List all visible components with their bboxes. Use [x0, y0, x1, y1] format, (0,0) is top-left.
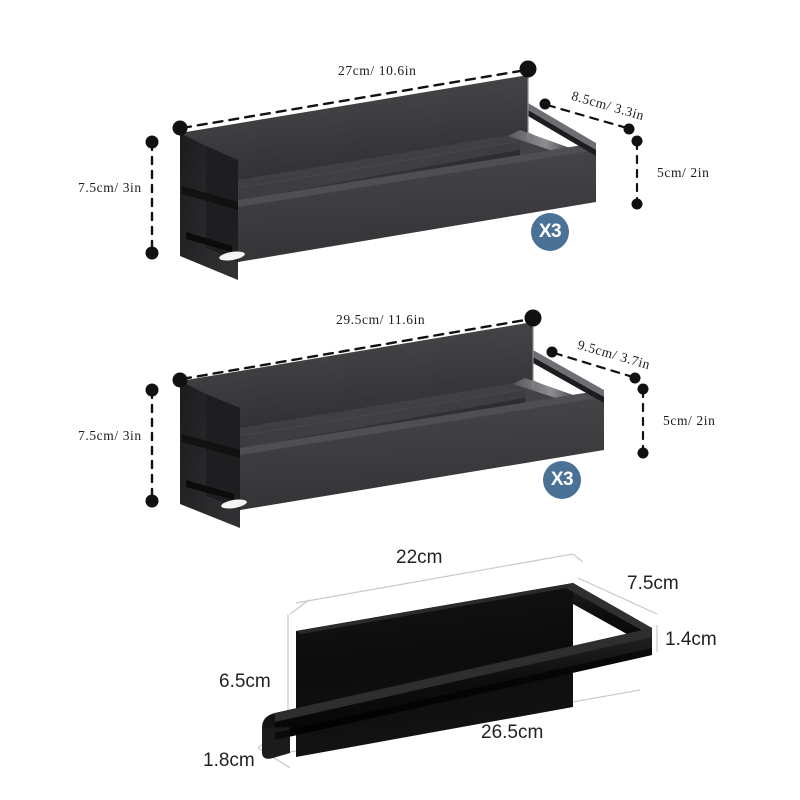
shelf-large-right-rim — [513, 378, 576, 400]
towel-back-plate-top-edge — [296, 583, 578, 634]
shelf-large-backheight-label: 5cm/ 2in — [663, 413, 716, 428]
shelf-small-inner-floor — [190, 132, 552, 205]
towel-bar-right-arm-top — [566, 583, 652, 632]
shelf-small-left-ledge — [182, 186, 238, 210]
shelf-large-depth-dot-left — [546, 346, 558, 358]
shelf-small-depth-dot-right — [623, 123, 635, 135]
shelf-small-front-rim — [238, 143, 596, 207]
towel-bar-bottom-shadow — [275, 648, 652, 740]
shelf-large-backheight-dot-top — [637, 383, 649, 395]
shelf-large-back-panel — [180, 322, 533, 446]
shelf-large-length-label: 29.5cm/ 11.6in — [336, 312, 426, 327]
shelf-large-front-rim — [240, 390, 604, 455]
shelf-small-length-dot-right — [519, 60, 537, 78]
shelf-large-left-end — [180, 381, 240, 528]
shelf-large-length-dimline — [180, 317, 533, 381]
towel-total-width-label: 26.5cm — [481, 722, 544, 743]
towel-backplate-width-label: 22cm — [396, 547, 443, 568]
shelf-large-height-label: 7.5cm/ 3in — [78, 428, 142, 443]
shelf-large-quantity-badge: X3 — [543, 461, 581, 499]
shelf-small-backheight-label: 5cm/ 2in — [657, 165, 710, 180]
shelf-large-drain-slot — [221, 499, 247, 509]
shelf-large-right-bracket-shadow — [533, 357, 604, 403]
shelf-large-left-lower-ledge — [186, 480, 234, 500]
shelf-large-depth-dimline — [552, 351, 635, 379]
shelf-small-drain-slot — [219, 251, 245, 261]
shelf-large-height-dot-top — [145, 383, 159, 397]
towel-guide-width-top — [295, 553, 574, 604]
shelf-large-left-ledge — [182, 434, 240, 458]
towel-guide-right-top — [572, 553, 584, 563]
shelf-small-left-end — [180, 133, 238, 280]
shelf-small-front-panel — [238, 143, 596, 262]
towel-base-depth-label: 1.8cm — [203, 750, 255, 771]
shelf-small-height-dot-top — [145, 135, 159, 149]
towel-depth-label: 7.5cm — [627, 573, 679, 594]
shelf-large-length-dot-left — [172, 372, 188, 388]
towel-bar-front-top — [275, 628, 652, 722]
towel-bar-thickness-label: 1.4cm — [665, 629, 717, 650]
towel-guide-top-left — [289, 599, 310, 615]
shelf-small-right-bracket — [528, 103, 596, 150]
shelf-small-height-dot-bottom — [145, 246, 159, 260]
shelf-small-backheight-dot-bottom — [631, 198, 643, 210]
shelf-small-backheight-dot-top — [631, 135, 643, 147]
shelf-large-right-bracket — [533, 350, 604, 397]
shelf-small-length-label: 27cm/ 10.6in — [338, 63, 417, 78]
shelf-large-backheight-dot-bottom — [637, 447, 649, 459]
shelf-large-inner-floor — [190, 380, 558, 453]
shelf-small-depth-dot-left — [539, 98, 551, 110]
shelf-small-right-bracket-shadow — [528, 110, 596, 156]
shelf-large-depth-dot-right — [629, 372, 641, 384]
shelf-large-height-dot-bottom — [145, 494, 159, 508]
towel-backplate-height-label: 6.5cm — [219, 671, 271, 692]
shelf-large-front-panel — [240, 390, 604, 510]
shelf-small-length-dimline — [180, 68, 528, 130]
shelf-small-right-rim — [508, 130, 570, 152]
shelf-small-left-lower-ledge — [186, 232, 232, 252]
shelf-small-height-label: 7.5cm/ 3in — [78, 180, 142, 195]
shelf-small-back-panel — [180, 75, 528, 198]
shelf-small-length-dot-left — [172, 120, 188, 136]
towel-guide-depth — [577, 577, 658, 615]
shelf-small-quantity-badge: X3 — [531, 213, 569, 251]
shelf-large-length-dot-right — [524, 309, 542, 327]
